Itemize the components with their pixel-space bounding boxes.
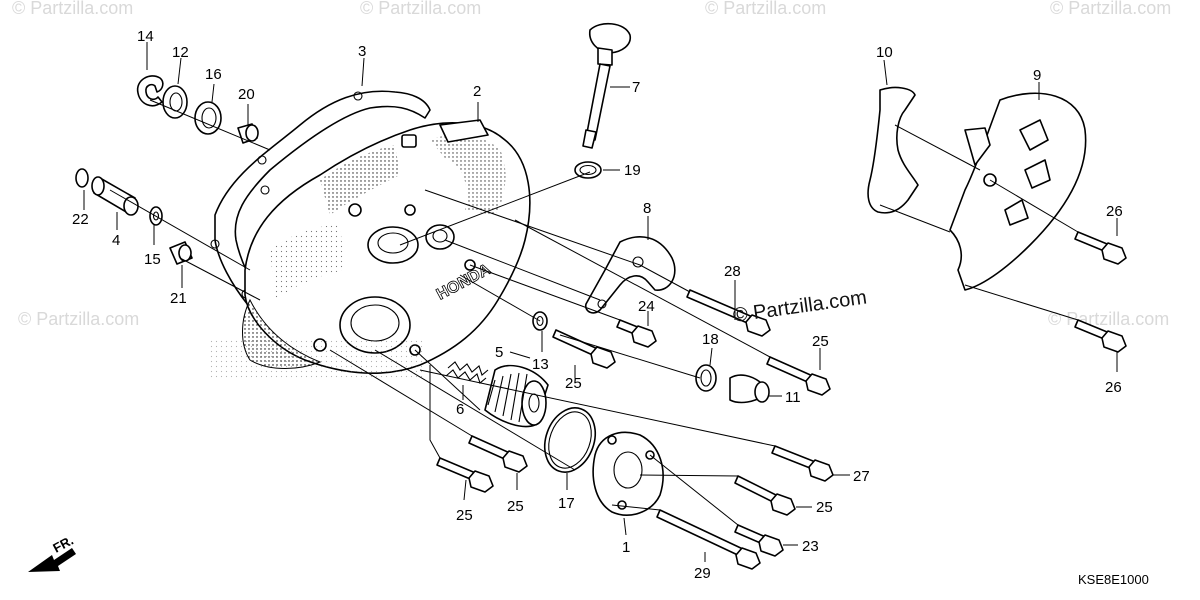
callout: 22 [72,211,89,228]
callout: 26 [1105,379,1122,396]
watermark: © Partzilla.com [1048,309,1169,329]
bolt-28-24-parts [616,289,771,348]
callout: 8 [643,200,651,217]
watermark: © Partzilla.com [360,0,481,18]
assembly-lines [109,99,1079,526]
callout: 16 [205,66,222,83]
watermark: © Partzilla.com [12,0,133,18]
watermark: © Partzilla.com [705,0,826,18]
watermark: © Partzilla.com [1050,0,1171,18]
callout: 23 [802,538,819,555]
bolt-26-parts [1074,231,1127,353]
watermark-main: © Partzilla.com [732,286,869,327]
callout: 25 [812,333,829,350]
callout: 7 [632,79,640,96]
callout: 25 [565,375,582,392]
callout: 25 [456,507,473,524]
callout: 24 [638,298,655,315]
plug-parts [695,364,770,404]
callout: 15 [144,251,161,268]
callout: 12 [172,44,189,61]
callout: 13 [532,356,549,373]
callout: 9 [1033,67,1041,84]
callout-numbers: 14 12 16 20 3 2 7 19 10 9 22 4 15 21 8 2… [72,28,1123,582]
oil-filter-parts [445,311,664,516]
watermark: © Partzilla.com [18,309,139,329]
ghost-print [210,340,425,378]
watermark-layer: © Partzilla.com © Partzilla.com © Partzi… [12,0,1171,329]
callout: 11 [785,389,801,406]
callout: 21 [170,290,187,307]
callout: 14 [137,28,154,45]
callout: 6 [456,401,464,418]
callout: 1 [622,539,630,556]
bracket-part [584,236,676,314]
callout: 18 [702,331,719,348]
sprocket-cover-part [867,86,1087,291]
callout: 25 [816,499,833,516]
callout: 25 [507,498,524,515]
dipstick-part [574,22,632,179]
callout: 10 [876,44,893,61]
callout: 28 [724,263,741,280]
callout: 20 [238,86,255,103]
diagram-code: KSE8E1000 [1078,572,1149,587]
callout: 26 [1106,203,1123,220]
bolt-25-27-23-29-parts [436,329,834,570]
callout: 2 [473,83,481,100]
callout: 29 [694,565,711,582]
callout: 27 [853,468,870,485]
callout: 3 [358,43,366,60]
leader-lines [83,42,1118,562]
callout: 4 [112,232,120,249]
small-parts-left [75,75,259,265]
callout: 5 [495,344,503,361]
front-direction-arrow: FR. [28,533,76,572]
callout: 17 [558,495,575,512]
callout: 19 [624,162,641,179]
crankcase-cover-part: HONDA [242,119,531,374]
